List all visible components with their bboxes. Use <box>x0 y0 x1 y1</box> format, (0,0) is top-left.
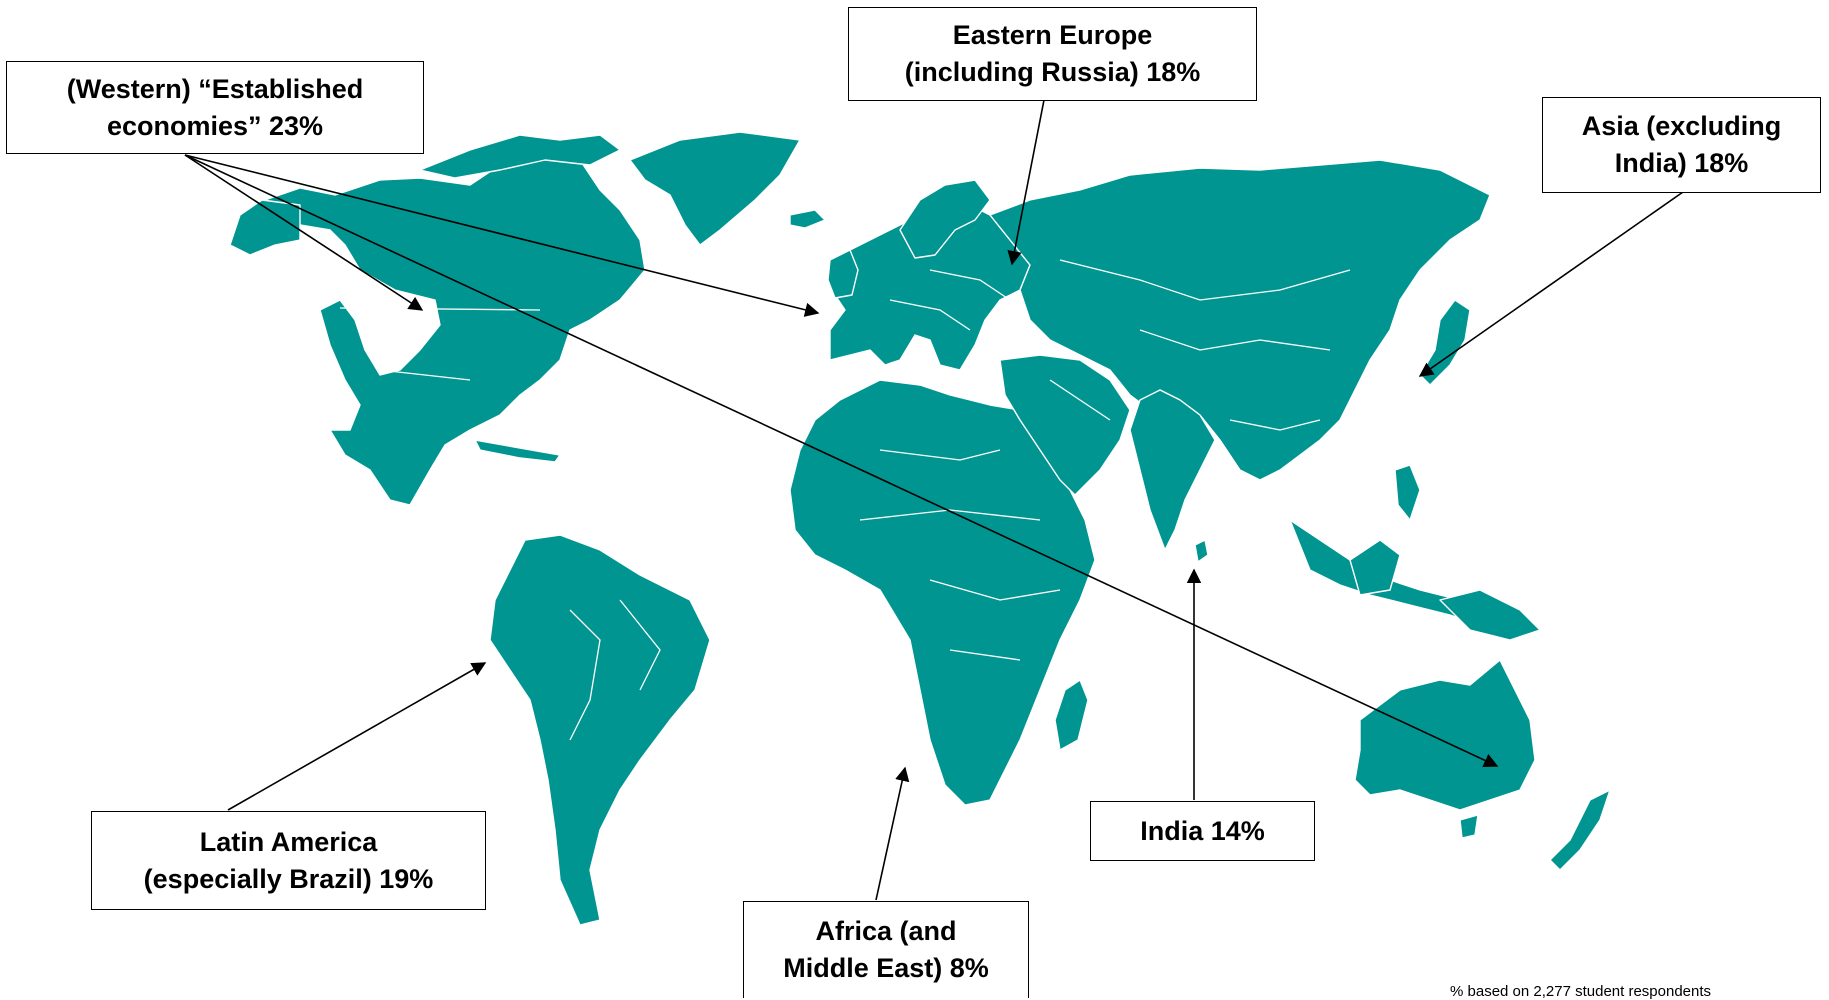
sri-lanka-landmass <box>1194 539 1209 563</box>
asia-landmass <box>989 159 1491 481</box>
arctic-islands-shape <box>419 134 621 179</box>
borneo-landmass <box>1349 539 1401 596</box>
madagascar-landmass <box>1054 679 1089 751</box>
label-latin-america-line2: (especially Brazil) 19% <box>143 863 434 894</box>
footnote: % based on 2,277 student respondents <box>1450 983 1712 1000</box>
philippines-landmass <box>1394 464 1421 521</box>
iceland-landmass <box>789 209 826 229</box>
label-established-line1: (Western) “Established <box>66 73 364 104</box>
label-latin-america-line1: Latin America <box>199 826 378 857</box>
caribbean-islands <box>474 439 561 463</box>
arrow-established-to-europe <box>184 154 820 317</box>
label-asia-line2: India) 18% <box>1614 148 1749 178</box>
arrows <box>184 99 1684 901</box>
label-africa-line1: Africa (and <box>815 916 957 946</box>
south-america-landmass <box>489 534 711 926</box>
arrow-asia <box>1418 191 1684 377</box>
new-zealand-landmass <box>1549 789 1611 871</box>
british-isles-landmass <box>827 249 859 299</box>
arrow-eastern-europe <box>1007 99 1045 266</box>
label-eastern-europe-line2: (including Russia) 18% <box>904 57 1201 87</box>
label-established-economies: (Western) “Established economies” 23% <box>6 61 424 154</box>
label-latin-america: Latin America (especially Brazil) 19% <box>91 811 486 910</box>
alaska-landmass <box>229 199 301 256</box>
arrow-africa <box>875 766 910 901</box>
label-asia: Asia (excluding India) 18% <box>1542 97 1821 193</box>
label-africa-middle-east: Africa (and Middle East) 8% <box>743 901 1029 998</box>
label-eastern-europe-line1: Eastern Europe <box>952 20 1153 50</box>
tasmania-landmass <box>1459 814 1479 839</box>
label-eastern-europe: Eastern Europe (including Russia) 18% <box>848 7 1257 101</box>
greenland-landmass <box>629 131 801 246</box>
arrow-established-to-australia <box>184 154 1499 768</box>
north-america-landmass <box>239 149 646 506</box>
scandinavia-landmass <box>899 179 991 259</box>
label-india-text: India 14% <box>1140 815 1265 846</box>
middle-east-landmass <box>999 354 1131 496</box>
australia-landmass <box>1354 659 1536 811</box>
africa-landmass <box>789 379 1096 806</box>
label-established-line2: economies” 23% <box>106 110 324 141</box>
japan-landmass <box>1419 299 1471 386</box>
india-landmass <box>1129 389 1216 551</box>
country-borders <box>339 259 1351 741</box>
new-guinea-landmass <box>1439 589 1541 641</box>
arrow-established-to-north-america <box>184 154 424 311</box>
label-africa-line2: Middle East) 8% <box>783 953 989 983</box>
label-india: India 14% <box>1090 801 1315 861</box>
label-asia-line1: Asia (excluding <box>1581 111 1782 141</box>
arrow-latin-america <box>227 662 487 811</box>
